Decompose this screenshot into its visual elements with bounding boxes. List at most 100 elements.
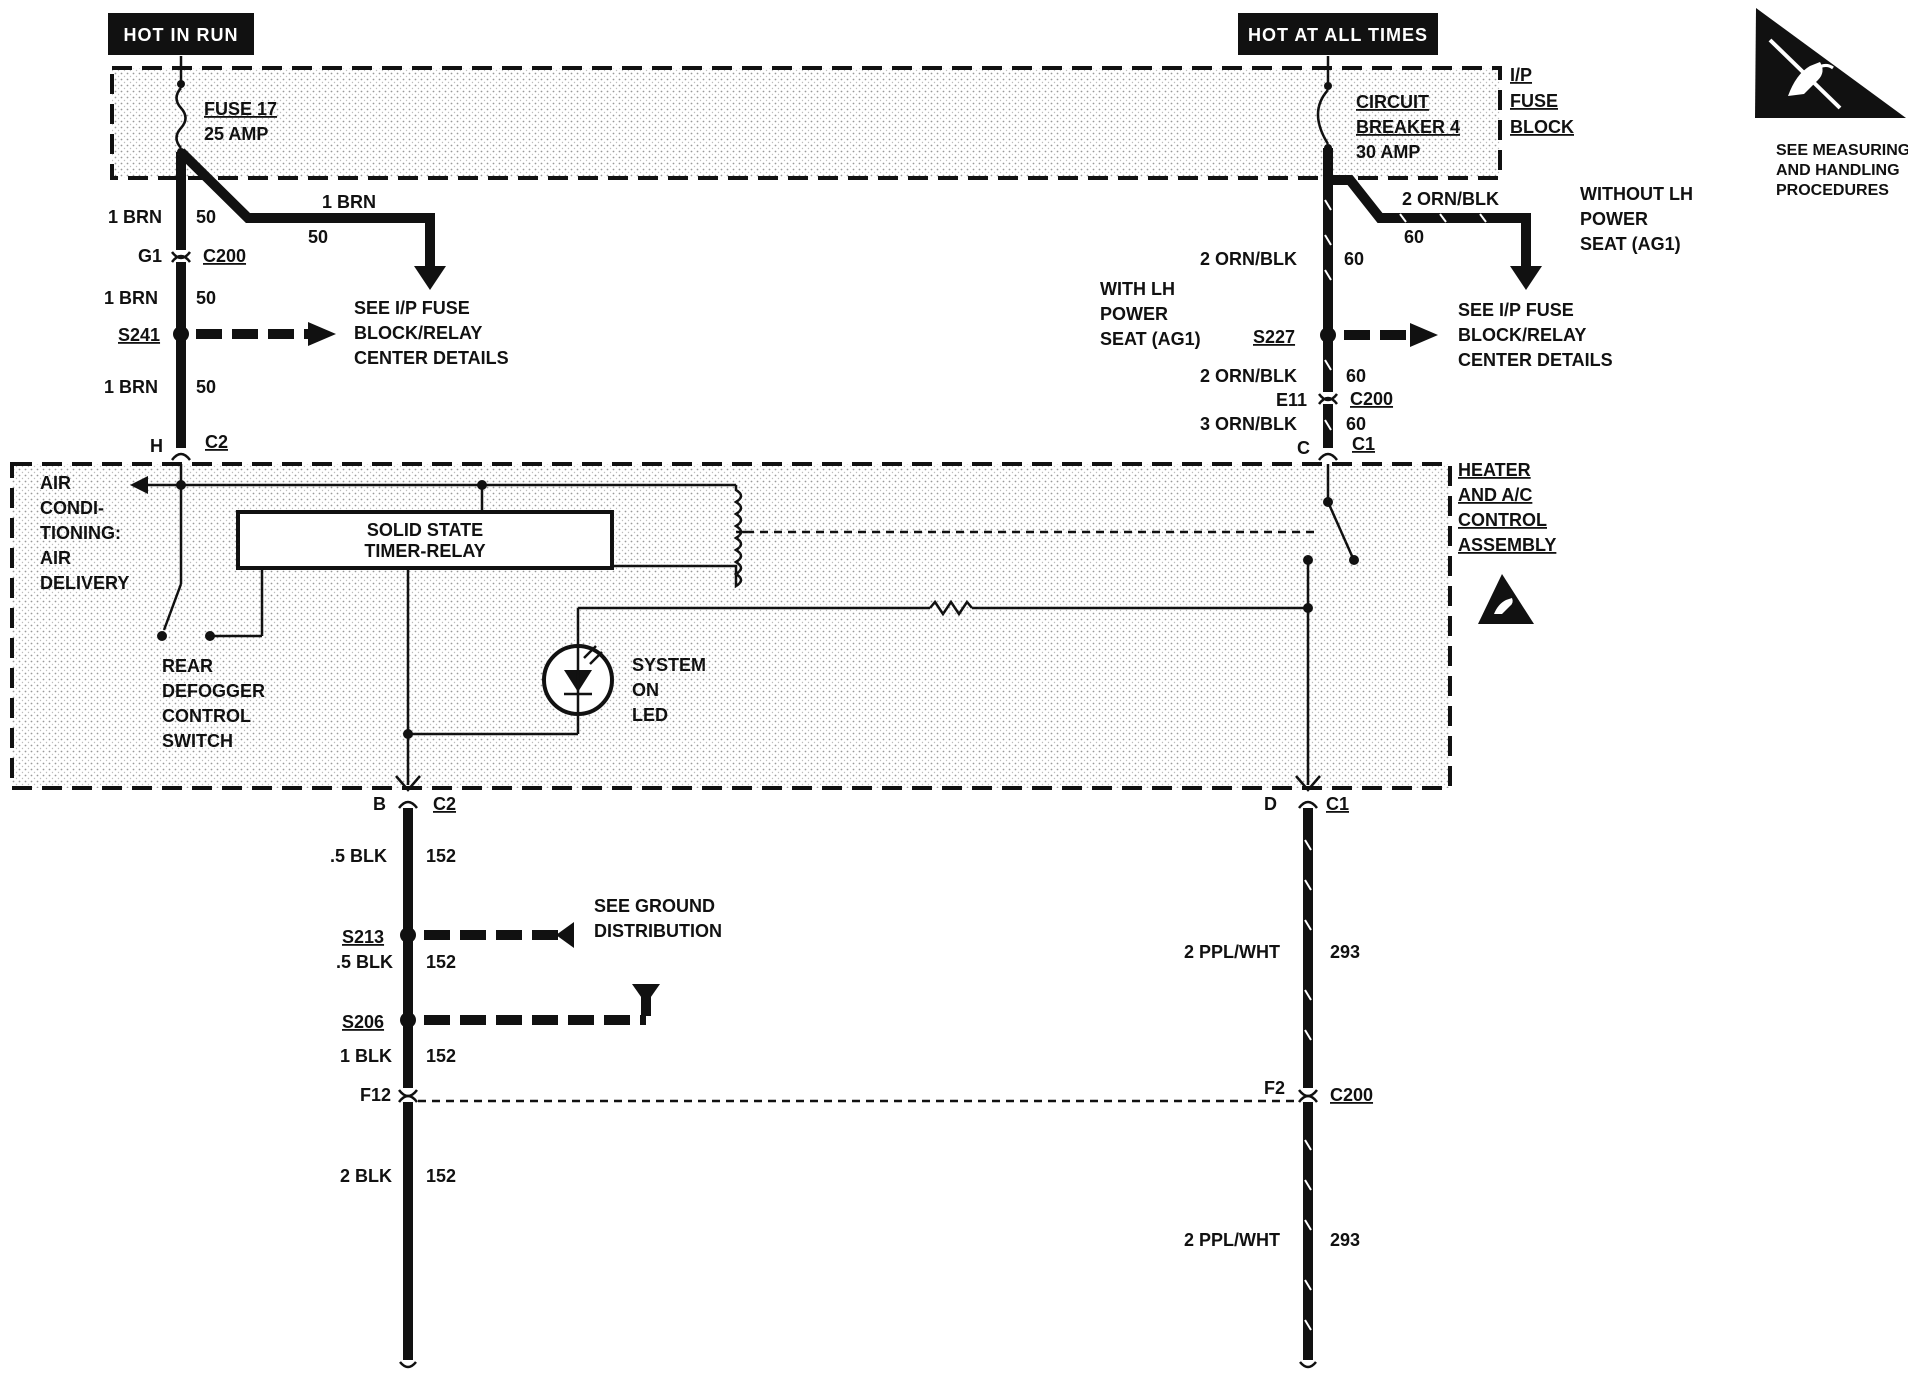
svg-text:.5 BLK: .5 BLK (330, 846, 387, 866)
splice-s213: S213 (342, 927, 416, 947)
svg-text:BREAKER 4: BREAKER 4 (1356, 117, 1460, 137)
svg-text:1 BRN: 1 BRN (104, 288, 158, 308)
svg-text:2 ORN/BLK: 2 ORN/BLK (1200, 366, 1297, 386)
svg-text:WITH LH: WITH LH (1100, 279, 1175, 299)
svg-text:G1: G1 (138, 246, 162, 266)
svg-text:POWER: POWER (1100, 304, 1168, 324)
svg-text:152: 152 (426, 952, 456, 972)
svg-text:.5 BLK: .5 BLK (336, 952, 393, 972)
connector-h-c2: H C2 (150, 432, 228, 461)
svg-text:TIMER-RELAY: TIMER-RELAY (364, 541, 485, 561)
right-branch-wire (1328, 175, 1542, 290)
svg-text:SYSTEM: SYSTEM (632, 655, 706, 675)
fuse-block-label: I/P FUSE BLOCK (1510, 65, 1574, 137)
svg-text:152: 152 (426, 846, 456, 866)
svg-text:25 AMP: 25 AMP (204, 124, 268, 144)
ip-fuse-block (110, 66, 1502, 180)
ground-distribution-note: SEE GROUND DISTRIBUTION (594, 896, 722, 941)
rear-defogger-label: REAR DEFOGGER CONTROL SWITCH (162, 656, 265, 751)
svg-text:30 AMP: 30 AMP (1356, 142, 1420, 162)
svg-text:ON: ON (632, 680, 659, 700)
svg-text:SEE I/P FUSE: SEE I/P FUSE (354, 298, 470, 318)
svg-text:FUSE: FUSE (1510, 91, 1558, 111)
right-relay-contact (1303, 464, 1359, 785)
svg-text:WITHOUT LH: WITHOUT LH (1580, 184, 1693, 204)
svg-text:SEAT (AG1): SEAT (AG1) (1100, 329, 1201, 349)
splice-s206: S206 (342, 1012, 416, 1032)
hot-at-all-times-tag: HOT AT ALL TIMES (1238, 13, 1438, 55)
svg-text:SEE I/P FUSE: SEE I/P FUSE (1458, 300, 1574, 320)
svg-text:B: B (373, 794, 386, 814)
svg-text:SEE GROUND: SEE GROUND (594, 896, 715, 916)
splice-s227-arrow (1344, 323, 1438, 347)
svg-text:60: 60 (1404, 227, 1424, 247)
svg-text:F2: F2 (1264, 1078, 1285, 1098)
svg-text:C1: C1 (1326, 794, 1349, 814)
svg-text:POWER: POWER (1580, 209, 1648, 229)
svg-text:I/P: I/P (1510, 65, 1532, 85)
timer-relay-box: SOLID STATE TIMER-RELAY (236, 510, 614, 570)
svg-text:2 PPL/WHT: 2 PPL/WHT (1184, 942, 1280, 962)
svg-text:BLOCK/RELAY: BLOCK/RELAY (354, 323, 482, 343)
svg-text:SWITCH: SWITCH (162, 731, 233, 751)
svg-text:CONTROL: CONTROL (162, 706, 251, 726)
hot-in-run-tag: HOT IN RUN (108, 13, 254, 55)
svg-text:152: 152 (426, 1046, 456, 1066)
svg-text:50: 50 (196, 288, 216, 308)
breaker-4-label: CIRCUIT BREAKER 4 30 AMP (1356, 92, 1460, 162)
svg-text:DELIVERY: DELIVERY (40, 573, 129, 593)
svg-text:SOLID STATE: SOLID STATE (367, 520, 483, 540)
svg-text:293: 293 (1330, 942, 1360, 962)
svg-text:152: 152 (426, 1166, 456, 1186)
esd-warning-icon (1755, 8, 1906, 118)
svg-text:3 ORN/BLK: 3 ORN/BLK (1200, 414, 1297, 434)
svg-text:SEAT (AG1): SEAT (AG1) (1580, 234, 1681, 254)
svg-text:2 BLK: 2 BLK (340, 1166, 392, 1186)
svg-text:60: 60 (1346, 414, 1366, 434)
ground-symbol-s206 (424, 984, 660, 1025)
svg-text:AIR: AIR (40, 473, 71, 493)
connector-b-c2: B C2 (373, 775, 456, 814)
connector-c-c1: C C1 (1297, 434, 1375, 461)
splice-s241-arrow (196, 322, 336, 346)
svg-text:2 PPL/WHT: 2 PPL/WHT (1184, 1230, 1280, 1250)
svg-text:S241: S241 (118, 325, 160, 345)
svg-text:S206: S206 (342, 1012, 384, 1032)
svg-text:BLOCK: BLOCK (1510, 117, 1574, 137)
system-on-led (542, 606, 930, 734)
svg-text:CENTER DETAILS: CENTER DETAILS (1458, 350, 1613, 370)
see-ip-fuse-note-left: SEE I/P FUSE BLOCK/RELAY CENTER DETAILS (354, 298, 509, 368)
svg-text:S213: S213 (342, 927, 384, 947)
svg-text:BLOCK/RELAY: BLOCK/RELAY (1458, 325, 1586, 345)
svg-text:1 BLK: 1 BLK (340, 1046, 392, 1066)
svg-text:1 BRN: 1 BRN (104, 377, 158, 397)
see-ip-fuse-note-right: SEE I/P FUSE BLOCK/RELAY CENTER DETAILS (1458, 300, 1613, 370)
right-main-wire (1318, 148, 1338, 448)
svg-text:TIONING:: TIONING: (40, 523, 121, 543)
heater-ac-assembly-label: HEATER AND A/C CONTROL ASSEMBLY (1458, 460, 1556, 555)
svg-text:2 ORN/BLK: 2 ORN/BLK (1402, 189, 1499, 209)
esd-notice-text: SEE MEASURING AND HANDLING PROCEDURES (1776, 142, 1908, 199)
ground-distribution-arrow (424, 922, 574, 948)
svg-text:C200: C200 (203, 246, 246, 266)
svg-text:2 ORN/BLK: 2 ORN/BLK (1200, 249, 1297, 269)
svg-text:DEFOGGER: DEFOGGER (162, 681, 265, 701)
svg-text:F12: F12 (360, 1085, 391, 1105)
left-main-wire (171, 152, 191, 448)
svg-text:D: D (1264, 794, 1277, 814)
svg-text:AIR: AIR (40, 548, 71, 568)
svg-text:AND A/C: AND A/C (1458, 485, 1532, 505)
svg-text:C: C (1297, 438, 1310, 458)
lower-left-ground-wire (398, 808, 418, 1369)
svg-text:C200: C200 (1330, 1085, 1373, 1105)
svg-text:C2: C2 (205, 432, 228, 452)
svg-text:FUSE 17: FUSE 17 (204, 99, 277, 119)
svg-text:50: 50 (196, 207, 216, 227)
lower-right-wire (1298, 808, 1318, 1369)
svg-text:50: 50 (308, 227, 328, 247)
splice-s227: S227 (1253, 327, 1336, 347)
air-conditioning-label: AIR CONDI- TIONING: AIR DELIVERY (40, 473, 129, 593)
svg-text:1 BRN: 1 BRN (108, 207, 162, 227)
svg-text:H: H (150, 436, 163, 456)
with-lh-seat-note: WITH LH POWER SEAT (AG1) (1100, 279, 1201, 349)
